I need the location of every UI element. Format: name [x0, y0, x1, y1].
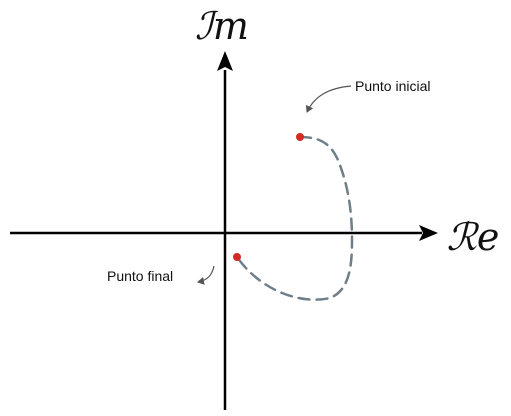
end-leader-arrow [197, 265, 215, 285]
imaginary-axis-arrowhead [217, 51, 233, 71]
start-leader-arrow [305, 85, 352, 113]
end-point-label: Punto final [107, 268, 173, 284]
start-point [296, 133, 304, 141]
start-point-label: Punto inicial [355, 78, 431, 94]
real-axis-arrowhead [419, 225, 438, 241]
end-point [233, 253, 241, 261]
real-axis-label: ℛe [447, 215, 500, 259]
trajectory-curve [235, 135, 354, 301]
imaginary-axis-label: ℐm [195, 4, 249, 48]
